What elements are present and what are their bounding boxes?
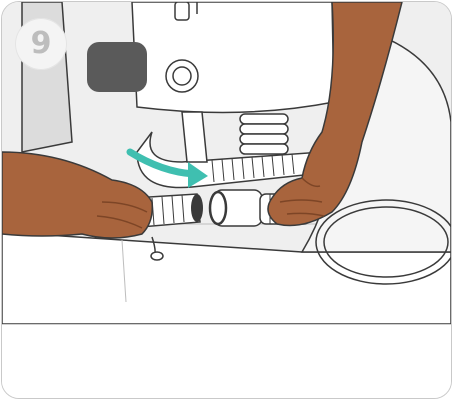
knob-inner xyxy=(173,67,191,85)
instruction-illustration: 9 xyxy=(2,2,451,324)
device-dark-panel xyxy=(87,42,147,92)
illustration-canvas xyxy=(2,2,451,324)
device-unit xyxy=(132,2,334,112)
small-knob xyxy=(151,252,163,260)
tube-opening xyxy=(191,194,203,222)
device-port xyxy=(175,2,189,20)
caption-area xyxy=(2,324,451,399)
spring-coil xyxy=(240,114,288,154)
step-number-badge: 9 xyxy=(15,18,67,70)
